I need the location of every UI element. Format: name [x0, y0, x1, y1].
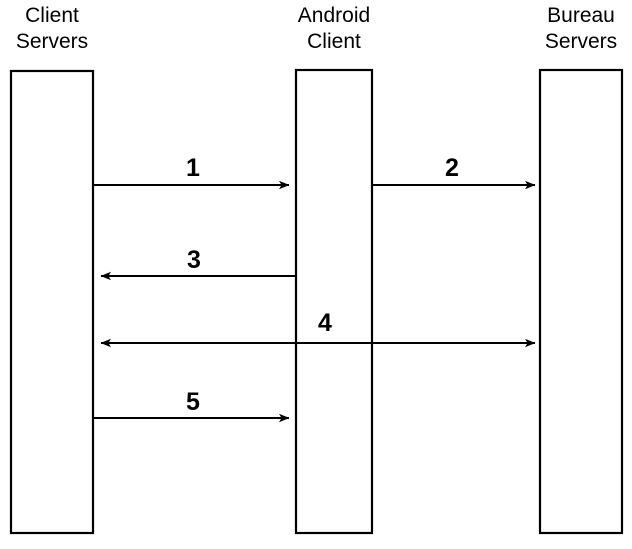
message-4: 4 [100, 309, 536, 348]
actor-label-client-servers-line2: Servers [16, 30, 88, 53]
message-1-label: 1 [186, 154, 200, 182]
message-3-label: 3 [187, 246, 201, 274]
message-5: 5 [93, 388, 290, 423]
actor-android-client: Android Client [294, 4, 374, 535]
lifeline-bar-android-client [294, 68, 374, 535]
actor-client-servers: Client Servers [9, 4, 95, 535]
actor-label-bureau-servers-line1: Bureau [547, 4, 615, 27]
message-2: 2 [372, 154, 536, 190]
message-2-label: 2 [445, 154, 459, 182]
lifeline-bar-bureau-servers [538, 68, 624, 535]
actor-label-bureau-servers-line2: Servers [545, 30, 617, 53]
message-4-label: 4 [318, 309, 332, 337]
actor-label-client-servers-line1: Client [25, 4, 79, 27]
message-5-label: 5 [186, 388, 200, 416]
actor-label-android-client-line2: Client [307, 30, 361, 53]
message-3: 3 [100, 246, 297, 281]
actor-bureau-servers: Bureau Servers [538, 4, 624, 535]
lifeline-bar-client-servers [9, 69, 95, 535]
actor-label-android-client-line1: Android [298, 4, 370, 27]
message-1: 1 [93, 154, 290, 190]
